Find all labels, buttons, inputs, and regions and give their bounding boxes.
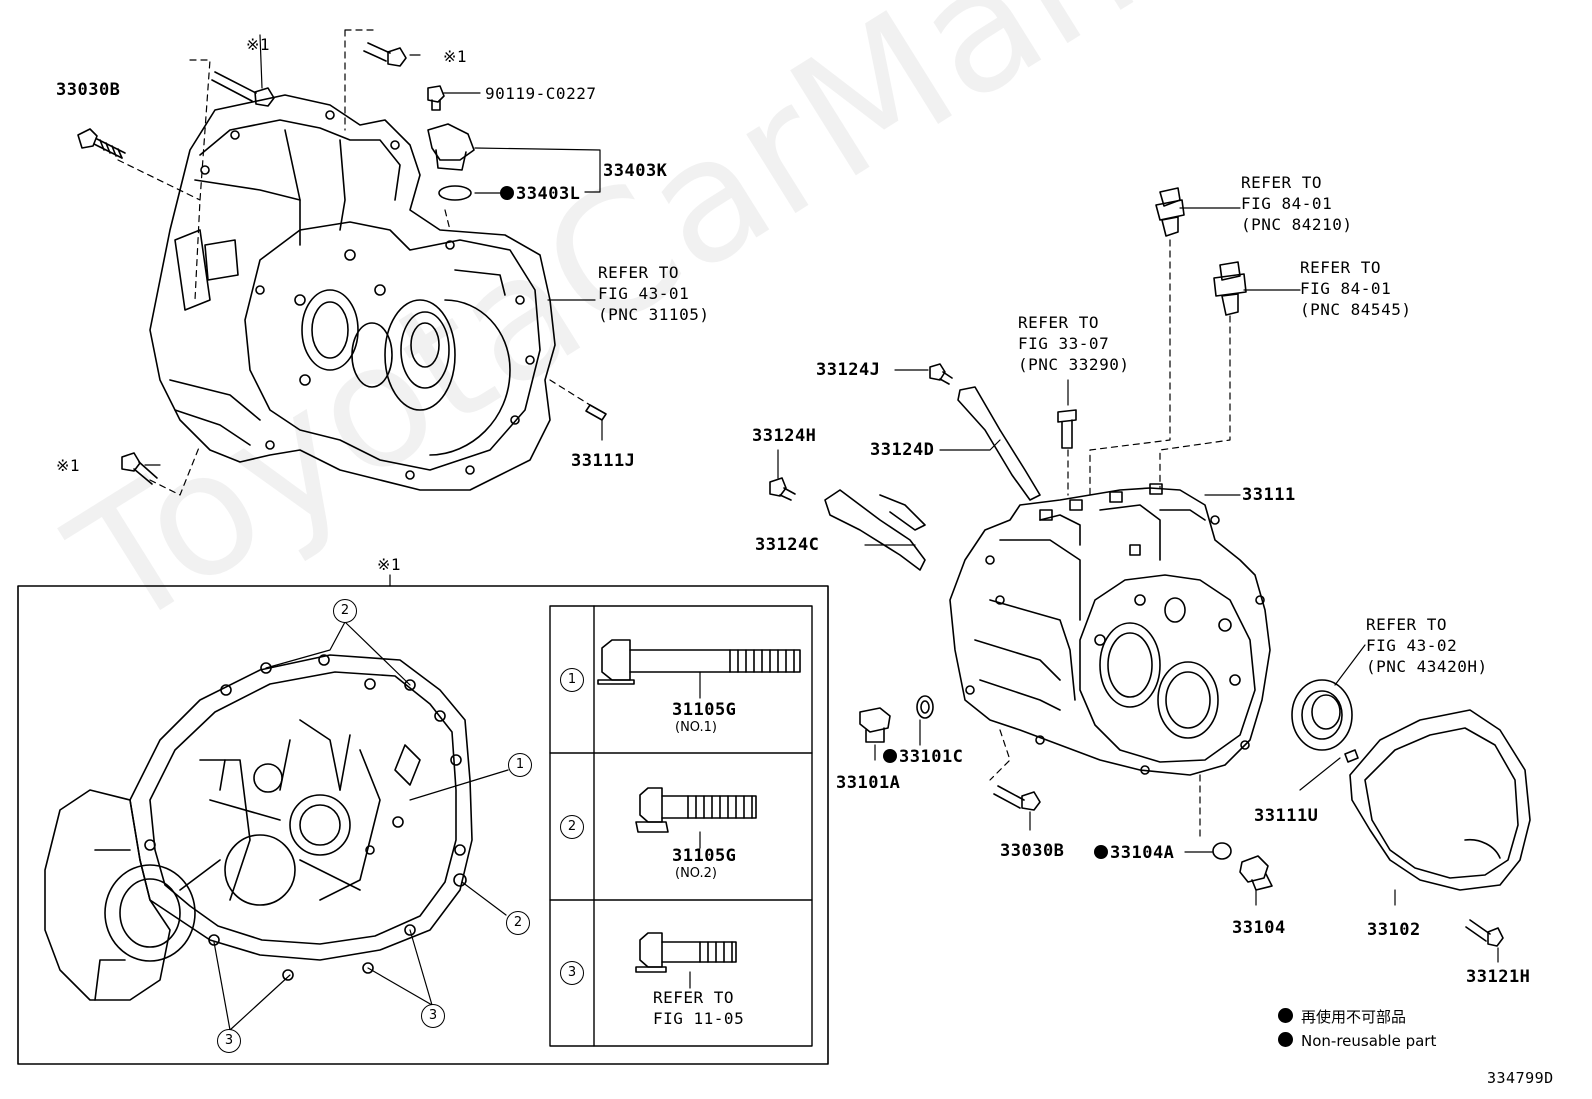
note-mark-box: ※1 [377, 555, 402, 574]
switch-84545 [1213, 261, 1247, 316]
legend-nonreusable-jp: 再使用不可部品 [1278, 1006, 1406, 1027]
figure-number: 334799D [1487, 1069, 1554, 1087]
ref-label-33290: REFER TO FIG 33-07 (PNC 33290) [1018, 313, 1130, 374]
note-mark-1a: ※1 [246, 35, 271, 54]
leader-lines-right [777, 207, 1499, 963]
inset-table [549, 605, 813, 1047]
sensor-33403K [427, 123, 475, 171]
part-label-33101C: 33101C [883, 747, 963, 767]
switch-84210 [1155, 187, 1185, 237]
bolt-note1-a [211, 71, 275, 107]
legend-dot [1278, 1032, 1293, 1047]
part-label-90119: 90119-C0227 [485, 84, 597, 103]
plug-33290 [1057, 409, 1077, 449]
legend-en-text: Non-reusable part [1301, 1032, 1437, 1050]
inset-row-1-number: 1 [560, 668, 584, 692]
part-label-33101C-text: 33101C [899, 747, 964, 767]
part-label-33030B-bottom: 33030B [1000, 841, 1065, 861]
part-label-33124D: 33124D [870, 440, 935, 460]
oring-33403L [438, 185, 472, 201]
part-label-33124H: 33124H [752, 426, 817, 446]
inset-callout-3-right: 3 [421, 1004, 445, 1028]
inset-row-1-part: 31105G [672, 700, 737, 720]
bolt-90119 [427, 85, 445, 111]
inset-row-1-note: (NO.1) [675, 720, 717, 735]
part-label-33124J: 33124J [816, 360, 881, 380]
bolt-note1-b [363, 42, 407, 67]
bracket-33124D [957, 386, 1041, 501]
bracket-33124C [824, 489, 926, 571]
plug-33104 [1239, 855, 1273, 891]
note-mark-1c: ※1 [56, 456, 81, 475]
inset-row-3-number: 3 [560, 961, 584, 985]
nonreusable-dot [500, 186, 514, 200]
inset-frame [17, 585, 829, 1065]
bolt-33124J [929, 363, 953, 385]
part-label-33121H: 33121H [1466, 967, 1531, 987]
legend-nonreusable-en: Non-reusable part [1278, 1032, 1436, 1050]
inset-row-2-note: (NO.2) [675, 866, 717, 881]
inset-housing-drawing [44, 654, 473, 1001]
part-label-33102: 33102 [1367, 920, 1421, 940]
inset-row-2-part: 31105G [672, 846, 737, 866]
plug-33101A [859, 707, 891, 743]
note-mark-1b: ※1 [443, 47, 468, 66]
cover-33102 [1349, 709, 1531, 891]
legend-dot [1278, 1008, 1293, 1023]
ref-label-43420H: REFER TO FIG 43-02 (PNC 43420H) [1366, 615, 1488, 676]
gasket-33101C-inner [920, 700, 930, 714]
inset-callout-1: 1 [508, 753, 532, 777]
inset-row-2-number: 2 [560, 815, 584, 839]
clutch-housing-drawing [149, 94, 556, 491]
bolt-note1-c [121, 452, 158, 485]
legend-jp-text: 再使用不可部品 [1301, 1008, 1407, 1026]
inset-bolt-3 [635, 932, 737, 973]
part-label-33030B-top: 33030B [56, 80, 121, 100]
inset-table-leaders [689, 671, 701, 989]
part-label-33101A: 33101A [836, 773, 901, 793]
gasket-33104A [1212, 842, 1232, 860]
inset-callout-2-top: 2 [333, 599, 357, 623]
inset-callout-2-right: 2 [506, 911, 530, 935]
inset-callout-leaders [213, 621, 509, 1031]
bolt-33030B-bottom [993, 785, 1041, 811]
inset-bolt-2 [635, 787, 757, 833]
ref-label-31105: REFER TO FIG 43-01 (PNC 31105) [598, 263, 710, 324]
part-label-33104: 33104 [1232, 918, 1286, 938]
part-label-33403L-text: 33403L [516, 184, 581, 204]
part-label-33111U: 33111U [1254, 806, 1319, 826]
part-label-33104A-text: 33104A [1110, 843, 1175, 863]
inset-callout-3-left: 3 [217, 1029, 241, 1053]
nonreusable-dot [883, 749, 897, 763]
part-label-33104A: 33104A [1094, 843, 1174, 863]
inset-row-3-part: REFER TO FIG 11-05 [653, 988, 745, 1028]
leader-lines-top-left [117, 29, 603, 496]
ref-label-84545: REFER TO FIG 84-01 (PNC 84545) [1300, 258, 1412, 319]
nonreusable-dot [1094, 845, 1108, 859]
part-label-33111J: 33111J [571, 451, 636, 471]
bearing-43420H [1291, 679, 1353, 751]
pin-33111U [1344, 749, 1359, 763]
transmission-case-drawing [949, 483, 1271, 776]
bolt-33124H [769, 477, 796, 501]
ref-label-84210: REFER TO FIG 84-01 (PNC 84210) [1241, 173, 1353, 234]
part-label-33124C: 33124C [755, 535, 820, 555]
inset-bolt-1 [597, 639, 801, 685]
part-label-33403L: 33403L [500, 184, 580, 204]
part-label-33111: 33111 [1242, 485, 1296, 505]
gasket-33101C [916, 695, 934, 719]
bolt-33121H [1465, 919, 1504, 947]
part-label-33403K: 33403K [603, 161, 668, 181]
bolt-33030B-top [77, 128, 126, 159]
pin-33111J [585, 404, 607, 421]
